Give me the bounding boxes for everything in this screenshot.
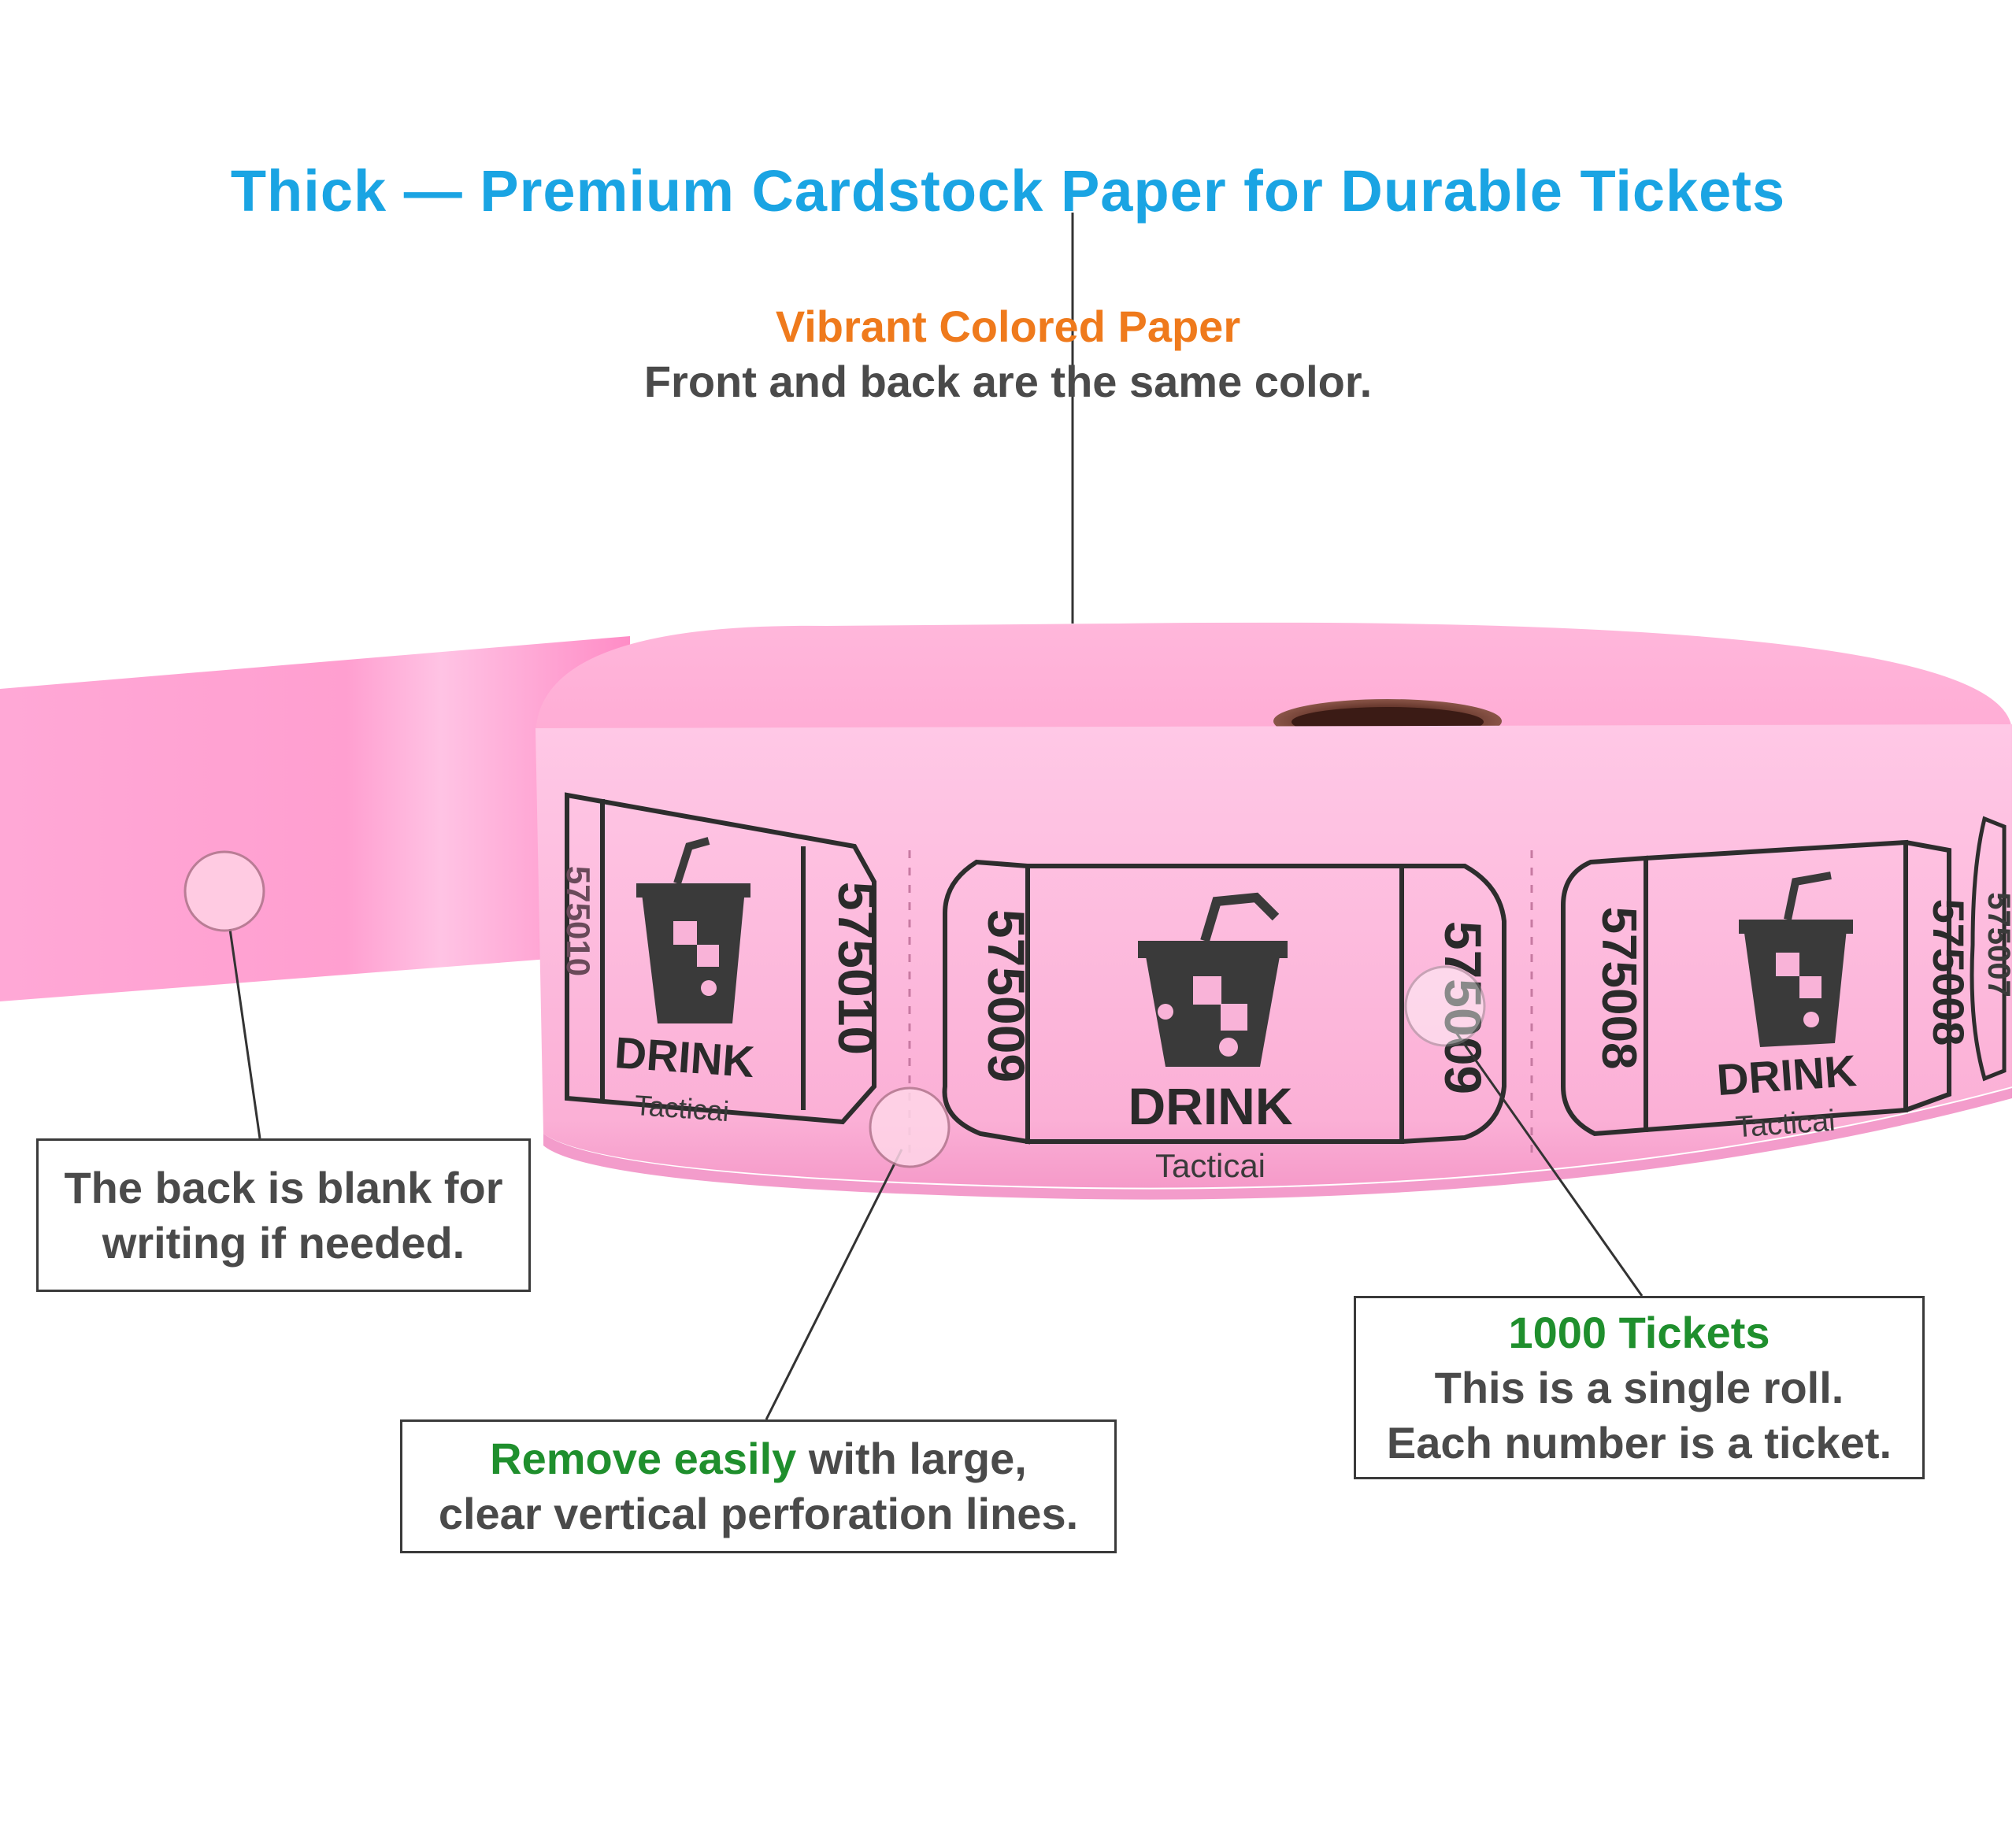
ticket-number-text: 575010: [560, 866, 597, 976]
callout-back-blank: The back is blank for writing if needed.: [36, 1138, 531, 1292]
marker-circle: [183, 850, 265, 932]
leader-line: [228, 928, 261, 1139]
callout-title: 1000 Tickets: [1508, 1307, 1770, 1357]
callout-line: The back is blank for: [64, 1162, 503, 1212]
callout-text: with large,: [796, 1434, 1027, 1483]
ticket-575008: [1561, 839, 1951, 1137]
unrolled-ticket-strip: [0, 636, 630, 1001]
page-headline: Thick — Premium Cardstock Paper for Dura…: [230, 158, 1786, 224]
ticket-brand: Tacticai: [1734, 1105, 1836, 1145]
ticket-number-text: 575008: [1924, 899, 1973, 1046]
callout-line: Each number is a ticket.: [1386, 1417, 1892, 1468]
ticket-number-text: 575009: [1434, 921, 1492, 1094]
drink-cup-icon: [636, 837, 750, 1023]
ticket-number-text: 575008: [1592, 907, 1646, 1070]
ticket-number-text: 575010: [828, 882, 886, 1055]
ticket-number-text: 575007: [1981, 892, 2016, 997]
callout-highlight: Remove easily: [490, 1434, 797, 1483]
ticket-drink-label: DRINK: [1128, 1077, 1293, 1135]
callout-line: writing if needed.: [102, 1217, 465, 1268]
feature-text: Front and back are the same color.: [643, 357, 1373, 406]
drink-cup-icon: [1138, 892, 1288, 1067]
drink-cup-icon: [1739, 872, 1853, 1047]
ticket-drink-label: DRINK: [613, 1027, 756, 1086]
callout-line: Remove easily with large,: [402, 1431, 1114, 1486]
ticket-575010: [565, 792, 876, 1125]
ticket-brand: Tacticai: [1155, 1147, 1266, 1184]
ticket-number-text: 575009: [977, 909, 1036, 1083]
callout-ticket-count: 1000 Tickets This is a single roll. Each…: [1354, 1296, 1925, 1479]
callout-line: This is a single roll.: [1434, 1362, 1844, 1412]
feature-title: Vibrant Colored Paper: [775, 302, 1241, 351]
ticket-575007: [1970, 816, 2007, 1082]
marker-circle: [1404, 965, 1486, 1047]
ticket-575009: [942, 859, 1506, 1145]
marker-circle: [869, 1086, 951, 1168]
callout-line: clear vertical perforation lines.: [438, 1489, 1079, 1538]
ticket-drink-label: DRINK: [1715, 1046, 1858, 1105]
callout-remove-easily: Remove easily with large, clear vertical…: [400, 1419, 1117, 1553]
ticket-brand: Tacticai: [634, 1089, 731, 1127]
leader-line: [765, 1149, 903, 1420]
leader-line: [1454, 1031, 1644, 1297]
